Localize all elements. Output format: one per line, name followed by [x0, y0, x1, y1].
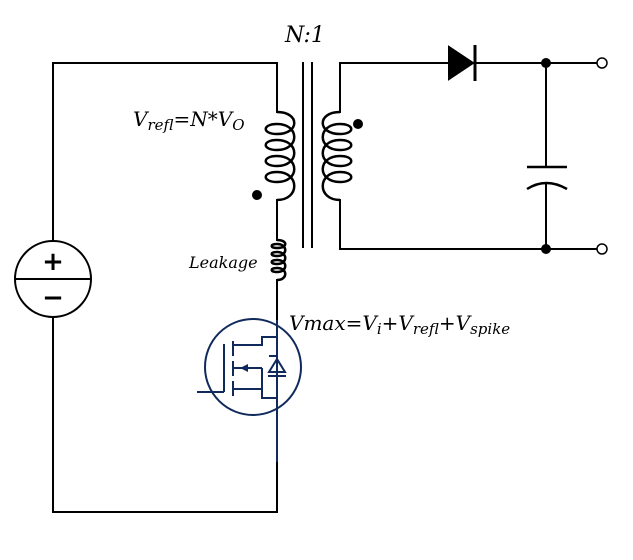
junction-dot-top: [541, 58, 551, 68]
primary-top-wire: [52, 62, 278, 113]
output-diode: [448, 45, 477, 81]
secondary-top-wire: [339, 62, 448, 113]
leakage-inductor: [270, 238, 287, 282]
output-terminal-bottom: [596, 243, 608, 255]
secondary-polarity-dot: [353, 119, 363, 129]
leakage-label: Leakage: [188, 253, 258, 272]
primary-left-wire-bottom: [52, 317, 278, 513]
output-capacitor: [526, 62, 568, 250]
turns-ratio-label: N:1: [284, 23, 325, 48]
source-plus-sign: +: [42, 247, 64, 277]
reflected-voltage-label: Vrefl=N*VO: [133, 107, 245, 134]
source-minus-sign: −: [42, 283, 64, 313]
voltage-source: + −: [14, 240, 92, 318]
junction-dot-bottom: [541, 244, 551, 254]
secondary-winding: [321, 110, 353, 202]
primary-polarity-dot: [252, 190, 262, 200]
secondary-bottom-wire: [339, 199, 597, 250]
output-terminal-top: [596, 57, 608, 69]
vmax-label: Vmax=Vi+Vrefl+Vspike: [289, 311, 510, 338]
primary-winding: [264, 110, 296, 202]
mosfet-switch: [197, 318, 302, 462]
